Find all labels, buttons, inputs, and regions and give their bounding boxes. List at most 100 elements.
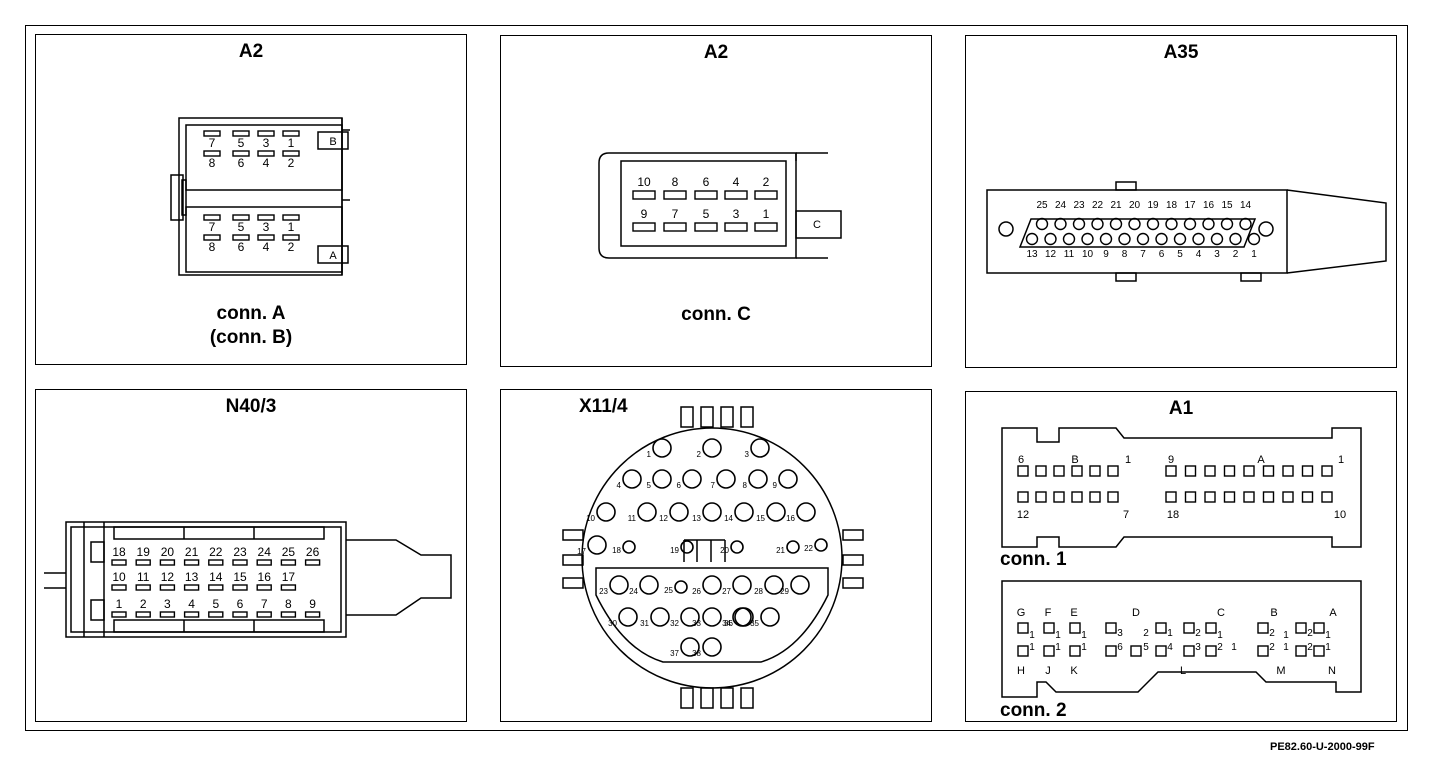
pin-socket [760,607,780,627]
pin-label: 12 [659,514,668,523]
pin-socket [754,190,778,200]
pin-socket [790,575,810,595]
pin-label: 4 [1167,642,1173,653]
pin-socket [1205,645,1217,657]
mount-hole-right [1258,221,1274,237]
pin-label: 3 [1214,249,1220,260]
pin-socket [734,502,754,522]
pin-socket [702,607,722,627]
pin-socket [702,575,722,595]
pin-socket [183,559,200,566]
pin-socket [778,469,798,489]
pin-socket [796,502,816,522]
pin-label: 2 [288,156,295,170]
pin-label: 37 [670,649,679,658]
pin-label: 25 [664,586,673,595]
pin-socket [232,559,248,566]
pin-label: 5 [238,136,245,150]
pin-label: H [1017,665,1025,677]
pin-label: 1 [1081,630,1087,641]
pin-socket [304,611,321,618]
pin-socket [1155,232,1168,246]
pin-label: 8 [743,481,748,490]
pin-socket [282,150,300,157]
pin-socket [1295,645,1307,657]
pin-socket [280,559,297,566]
pin-label: 15 [1221,200,1233,211]
pin-socket [208,559,224,566]
pin-label: C [1217,607,1225,619]
pin-label: 1 [1283,630,1289,641]
pin-socket [1282,491,1294,503]
pin-label: 28 [754,587,763,596]
pin-socket [1146,217,1160,231]
pin-socket [257,130,275,137]
tag-b-label: B [329,136,336,148]
pin-socket [1109,217,1123,231]
pin-socket [1210,232,1224,246]
pin-socket [183,611,200,618]
pin-socket [1118,232,1131,246]
pin-label: 15 [233,570,247,584]
pin-label: 2 [1269,642,1275,653]
pin-socket [1229,232,1242,246]
pin-socket [280,584,297,591]
pin-label: 10 [1334,509,1346,521]
pin-socket [1099,232,1113,246]
pin-label: 6 [1159,249,1165,260]
pin-socket [1017,622,1029,634]
pin-label: 3 [1195,642,1201,653]
pin-label: 9 [641,207,648,221]
pin-label: 4 [1196,249,1202,260]
pin-socket [1089,491,1101,503]
pin-label: 1 [1125,454,1131,466]
pin-label: 23 [1073,200,1085,211]
pin-socket [716,469,736,489]
pin-label: 7 [261,597,268,611]
pin-socket [257,234,275,241]
pin-label: 9 [1103,249,1109,260]
pin-socket [702,438,722,458]
pin-label: 17 [282,570,296,584]
pin-label: 8 [1122,249,1128,260]
pin-label: 1 [116,597,123,611]
pin-label: 4 [263,240,270,254]
pin-socket [694,190,718,200]
pin-socket [208,611,224,618]
pin-label: 7 [209,220,216,234]
pin-socket [1043,645,1055,657]
pin-socket [257,150,275,157]
pin-socket [159,611,176,618]
panel-title: A1 [1168,398,1194,419]
pin-socket [1155,645,1167,657]
pin-socket [622,469,642,489]
tag-c-label: C [813,219,821,231]
pin-socket [652,469,672,489]
pin-socket [1202,217,1215,231]
pin-label: B [1071,454,1078,466]
pin-socket [1130,645,1142,657]
pin-label: E [1070,607,1077,619]
pin-socket [232,234,250,241]
pin-socket [1257,645,1269,657]
pin-label: 32 [670,619,679,628]
pin-label: 29 [780,587,789,596]
pin-socket [135,559,151,566]
pin-label: 6 [1117,642,1123,653]
diagram-frame [25,25,1408,731]
pin-socket [1223,491,1236,503]
pin-label: K [1070,665,1078,677]
pin-socket [1091,217,1104,231]
pin-socket [1044,232,1057,246]
pin-label: 23 [233,545,247,559]
pin-label: 2 [288,240,295,254]
pin-socket [1017,645,1029,657]
pin-socket [587,535,607,555]
pin-label: 1 [1283,642,1289,653]
pin-socket [1184,465,1197,477]
